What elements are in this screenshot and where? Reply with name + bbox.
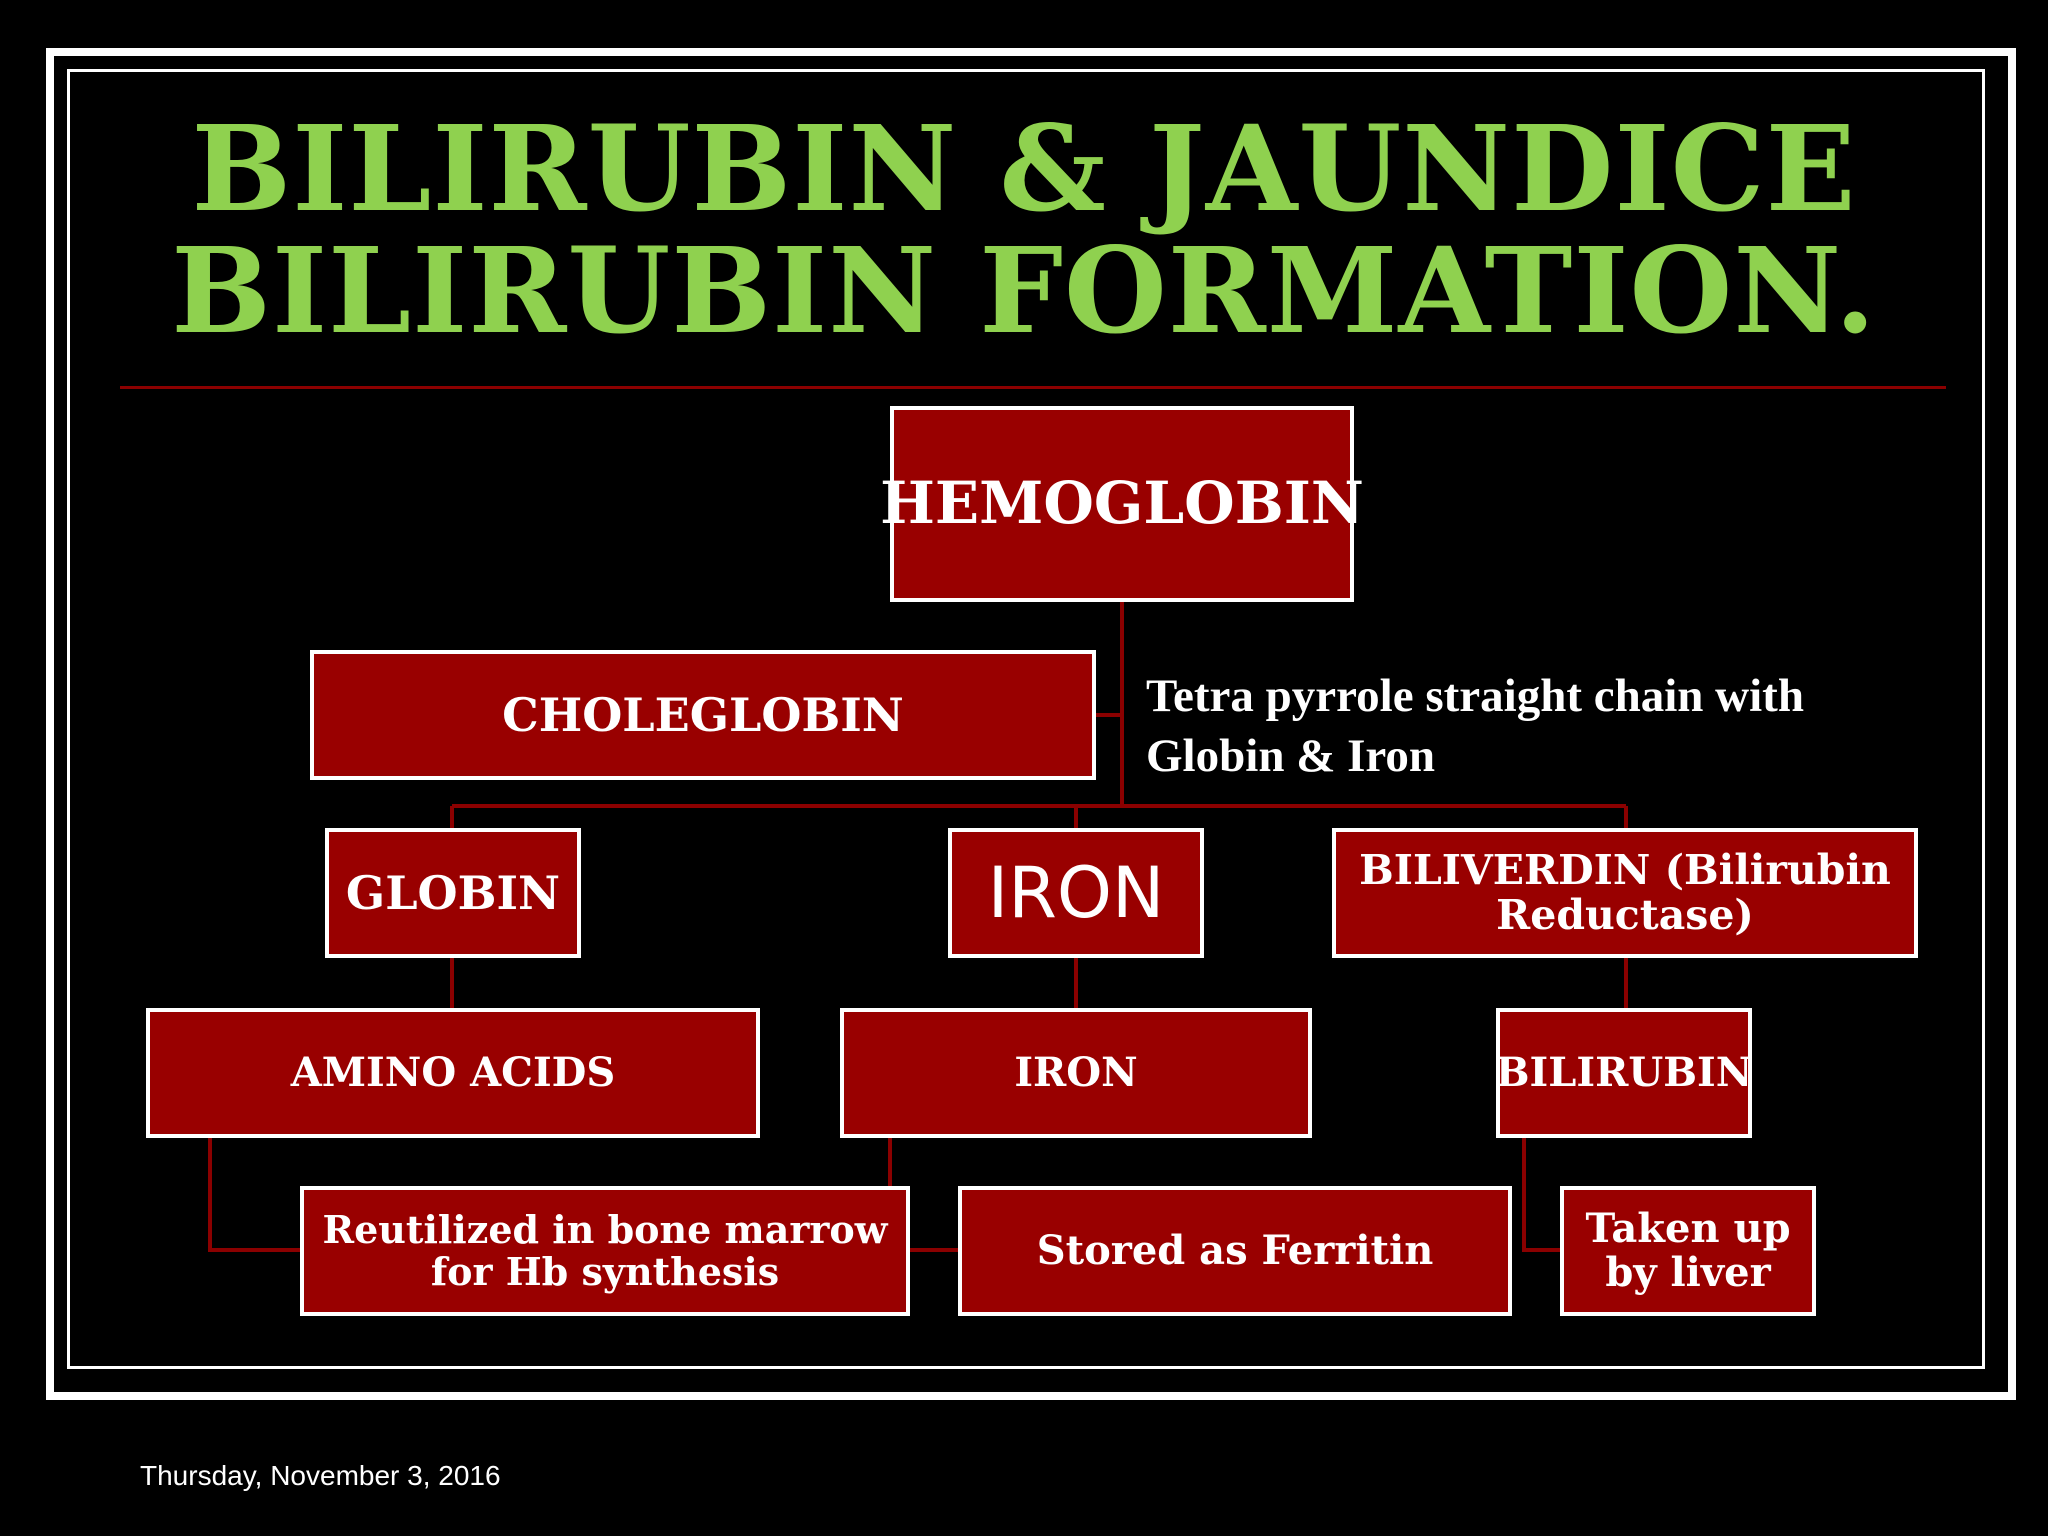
box-choleglobin: CHOLEGLOBIN — [310, 650, 1096, 780]
box-iron-top-label: IRON — [987, 851, 1165, 934]
box-bilirubin-label: BILIRUBIN — [1495, 1049, 1753, 1096]
box-biliverdin-label-line2: Reductase) — [1496, 891, 1754, 939]
box-amino-acids: AMINO ACIDS — [146, 1008, 760, 1138]
slide-title-line2: BILIRUBIN FORMATION. — [171, 221, 1877, 360]
box-stored-ferritin-label: Stored as Ferritin — [1036, 1227, 1434, 1274]
box-choleglobin-label: CHOLEGLOBIN — [502, 687, 904, 742]
slide-inner-frame — [67, 69, 1985, 1369]
slide-outer-frame — [46, 48, 2016, 1400]
box-reutilized-label-line1: Reutilized in bone marrow — [322, 1207, 888, 1253]
annotation-line2: Globin & Iron — [1146, 730, 1436, 782]
box-biliverdin: BILIVERDIN (Bilirubin Reductase) — [1332, 828, 1918, 958]
box-taken-up-label-line1: Taken up — [1585, 1205, 1791, 1252]
box-iron-mid: IRON — [840, 1008, 1312, 1138]
box-biliverdin-label-line1: BILIVERDIN (Bilirubin — [1359, 845, 1891, 894]
box-amino-acids-label: AMINO ACIDS — [290, 1049, 616, 1096]
box-stored-ferritin: Stored as Ferritin — [958, 1186, 1512, 1316]
annotation-tetra-pyrrole: Tetra pyrrole straight chain with Globin… — [1146, 666, 1804, 786]
annotation-line1: Tetra pyrrole straight chain with — [1146, 670, 1804, 722]
box-globin: GLOBIN — [325, 828, 581, 958]
connector-amino-reutilized — [208, 1136, 302, 1252]
box-taken-up-label-line2: by liver — [1605, 1249, 1771, 1296]
footer-date: Thursday, November 3, 2016 — [140, 1460, 501, 1491]
box-hemoglobin: HEMOGLOBIN — [880, 406, 1364, 602]
box-bilirubin: BILIRUBIN — [1496, 1008, 1752, 1138]
box-reutilized: Reutilized in bone marrow for Hb synthes… — [300, 1186, 910, 1316]
box-iron-top: IRON — [948, 828, 1204, 958]
title-divider — [120, 386, 1946, 389]
box-taken-up-by-liver: Taken up by liver — [1560, 1186, 1816, 1316]
box-hemoglobin-label: HEMOGLOBIN — [880, 469, 1364, 538]
box-iron-mid-label: IRON — [1014, 1049, 1138, 1096]
box-reutilized-label-line2: for Hb synthesis — [430, 1249, 780, 1294]
connector-bilirubin-liver — [1522, 1136, 1562, 1252]
slide-title-line1: BILIRUBIN & JAUNDICE — [191, 99, 1857, 238]
box-globin-label: GLOBIN — [345, 865, 561, 920]
